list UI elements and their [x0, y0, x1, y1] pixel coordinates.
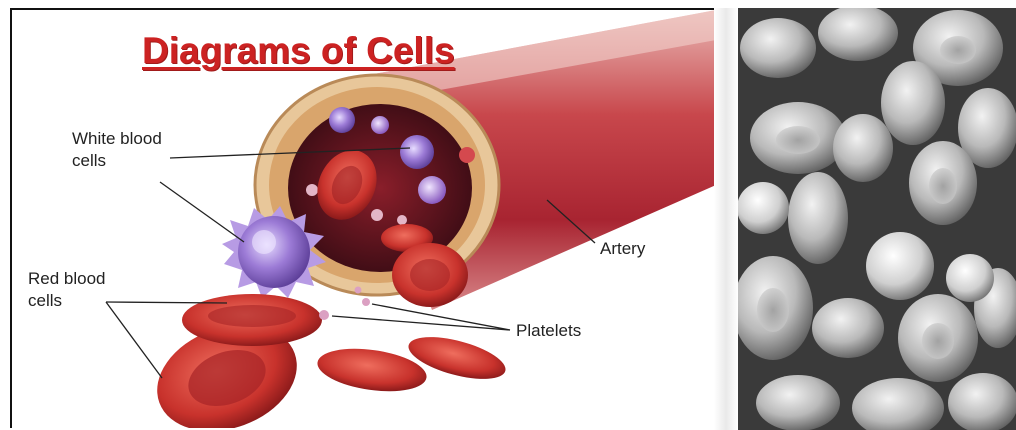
platelet: [362, 298, 370, 306]
platelets-label: Platelets: [516, 320, 581, 342]
white-blood-cells-label: White blood cells: [72, 128, 162, 172]
red-blood-cell-front: [182, 294, 322, 346]
red-blood-cells-label-line1: Red blood: [28, 268, 106, 290]
cell-diagram-panel: Diagrams of Cells White blood cells Red …: [10, 8, 714, 428]
micrograph-panel: [738, 8, 1016, 430]
diagram-title: Diagrams of Cells: [142, 30, 455, 72]
white-blood-cells-label-line2: cells: [72, 150, 162, 172]
artery-label: Artery: [600, 238, 645, 260]
blood-vessel-illustration: [12, 10, 714, 428]
red-blood-cells-label: Red blood cells: [28, 268, 106, 312]
red-blood-cells-label-line2: cells: [28, 290, 106, 312]
white-blood-cells-label-line1: White blood: [72, 128, 162, 150]
red-blood-cell-bottom: [315, 329, 510, 398]
red-blood-cell-right: [392, 243, 468, 307]
electron-micrograph-blood-cells-icon: [738, 8, 1016, 430]
panel-divider: [714, 8, 738, 430]
platelet: [319, 310, 329, 320]
platelet: [355, 287, 362, 294]
